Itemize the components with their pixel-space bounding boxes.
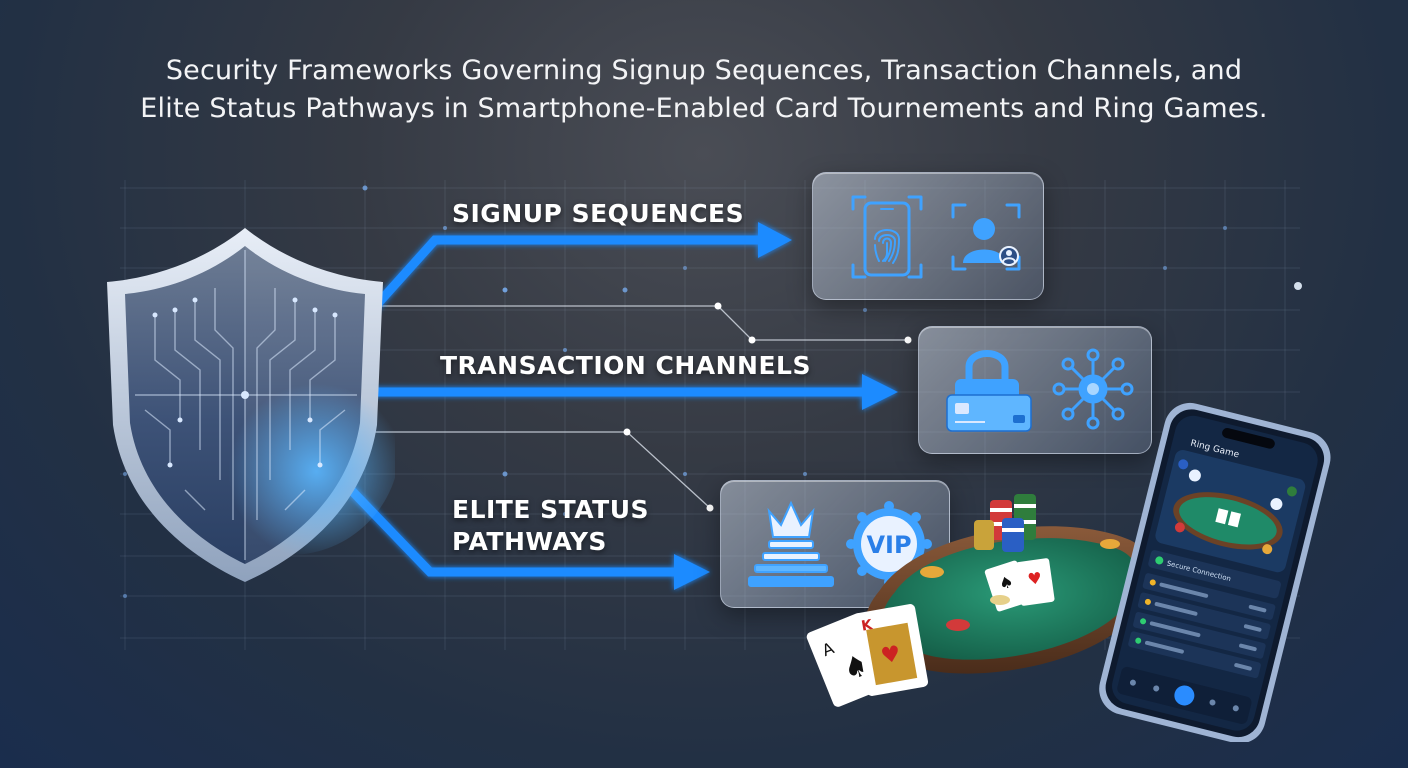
playing-cards-foreground: A ♠ K ♥ — [806, 604, 929, 707]
fingerprint-phone-icon — [851, 195, 923, 279]
svg-text:♠: ♠ — [996, 571, 1016, 594]
svg-text:K: K — [860, 617, 875, 635]
svg-text:♥: ♥ — [879, 642, 903, 670]
vip-badge-icon: VIP — [846, 501, 932, 587]
label-elite-line-1: ELITE STATUS — [452, 495, 650, 524]
smartphone: Ring Game Secure Connection — [1099, 402, 1331, 742]
poker-table-scene: ♠ ♥ A ♠ K ♥ — [806, 494, 1153, 707]
arrow-transaction — [350, 374, 898, 410]
svg-text:♥: ♥ — [1026, 568, 1043, 589]
title-line-2: Elite Status Pathways in Smartphone-Enab… — [140, 93, 1268, 124]
user-scan-icon — [951, 203, 1021, 271]
panel-transaction — [918, 326, 1152, 454]
label-signup-sequences: SIGNUP SEQUENCES — [452, 199, 745, 228]
page-title: Security Frameworks Governing Signup Seq… — [0, 52, 1408, 128]
arrow-signup — [361, 222, 792, 322]
padlock-card-icon — [946, 350, 1032, 432]
chip-stacks — [920, 494, 1120, 631]
vip-badge-text: VIP — [866, 531, 911, 559]
title-line-1: Security Frameworks Governing Signup Seq… — [165, 55, 1243, 86]
panel-signup — [812, 172, 1044, 300]
label-elite-line-2: PATHWAYS — [452, 527, 607, 556]
panel-elite: VIP — [720, 480, 950, 608]
crown-podium-icon — [748, 500, 834, 587]
label-transaction-channels: TRANSACTION CHANNELS — [440, 351, 811, 380]
security-shield-icon — [107, 228, 395, 582]
network-hub-icon — [1052, 348, 1134, 430]
label-elite-status: ELITE STATUS PATHWAYS — [452, 494, 649, 558]
